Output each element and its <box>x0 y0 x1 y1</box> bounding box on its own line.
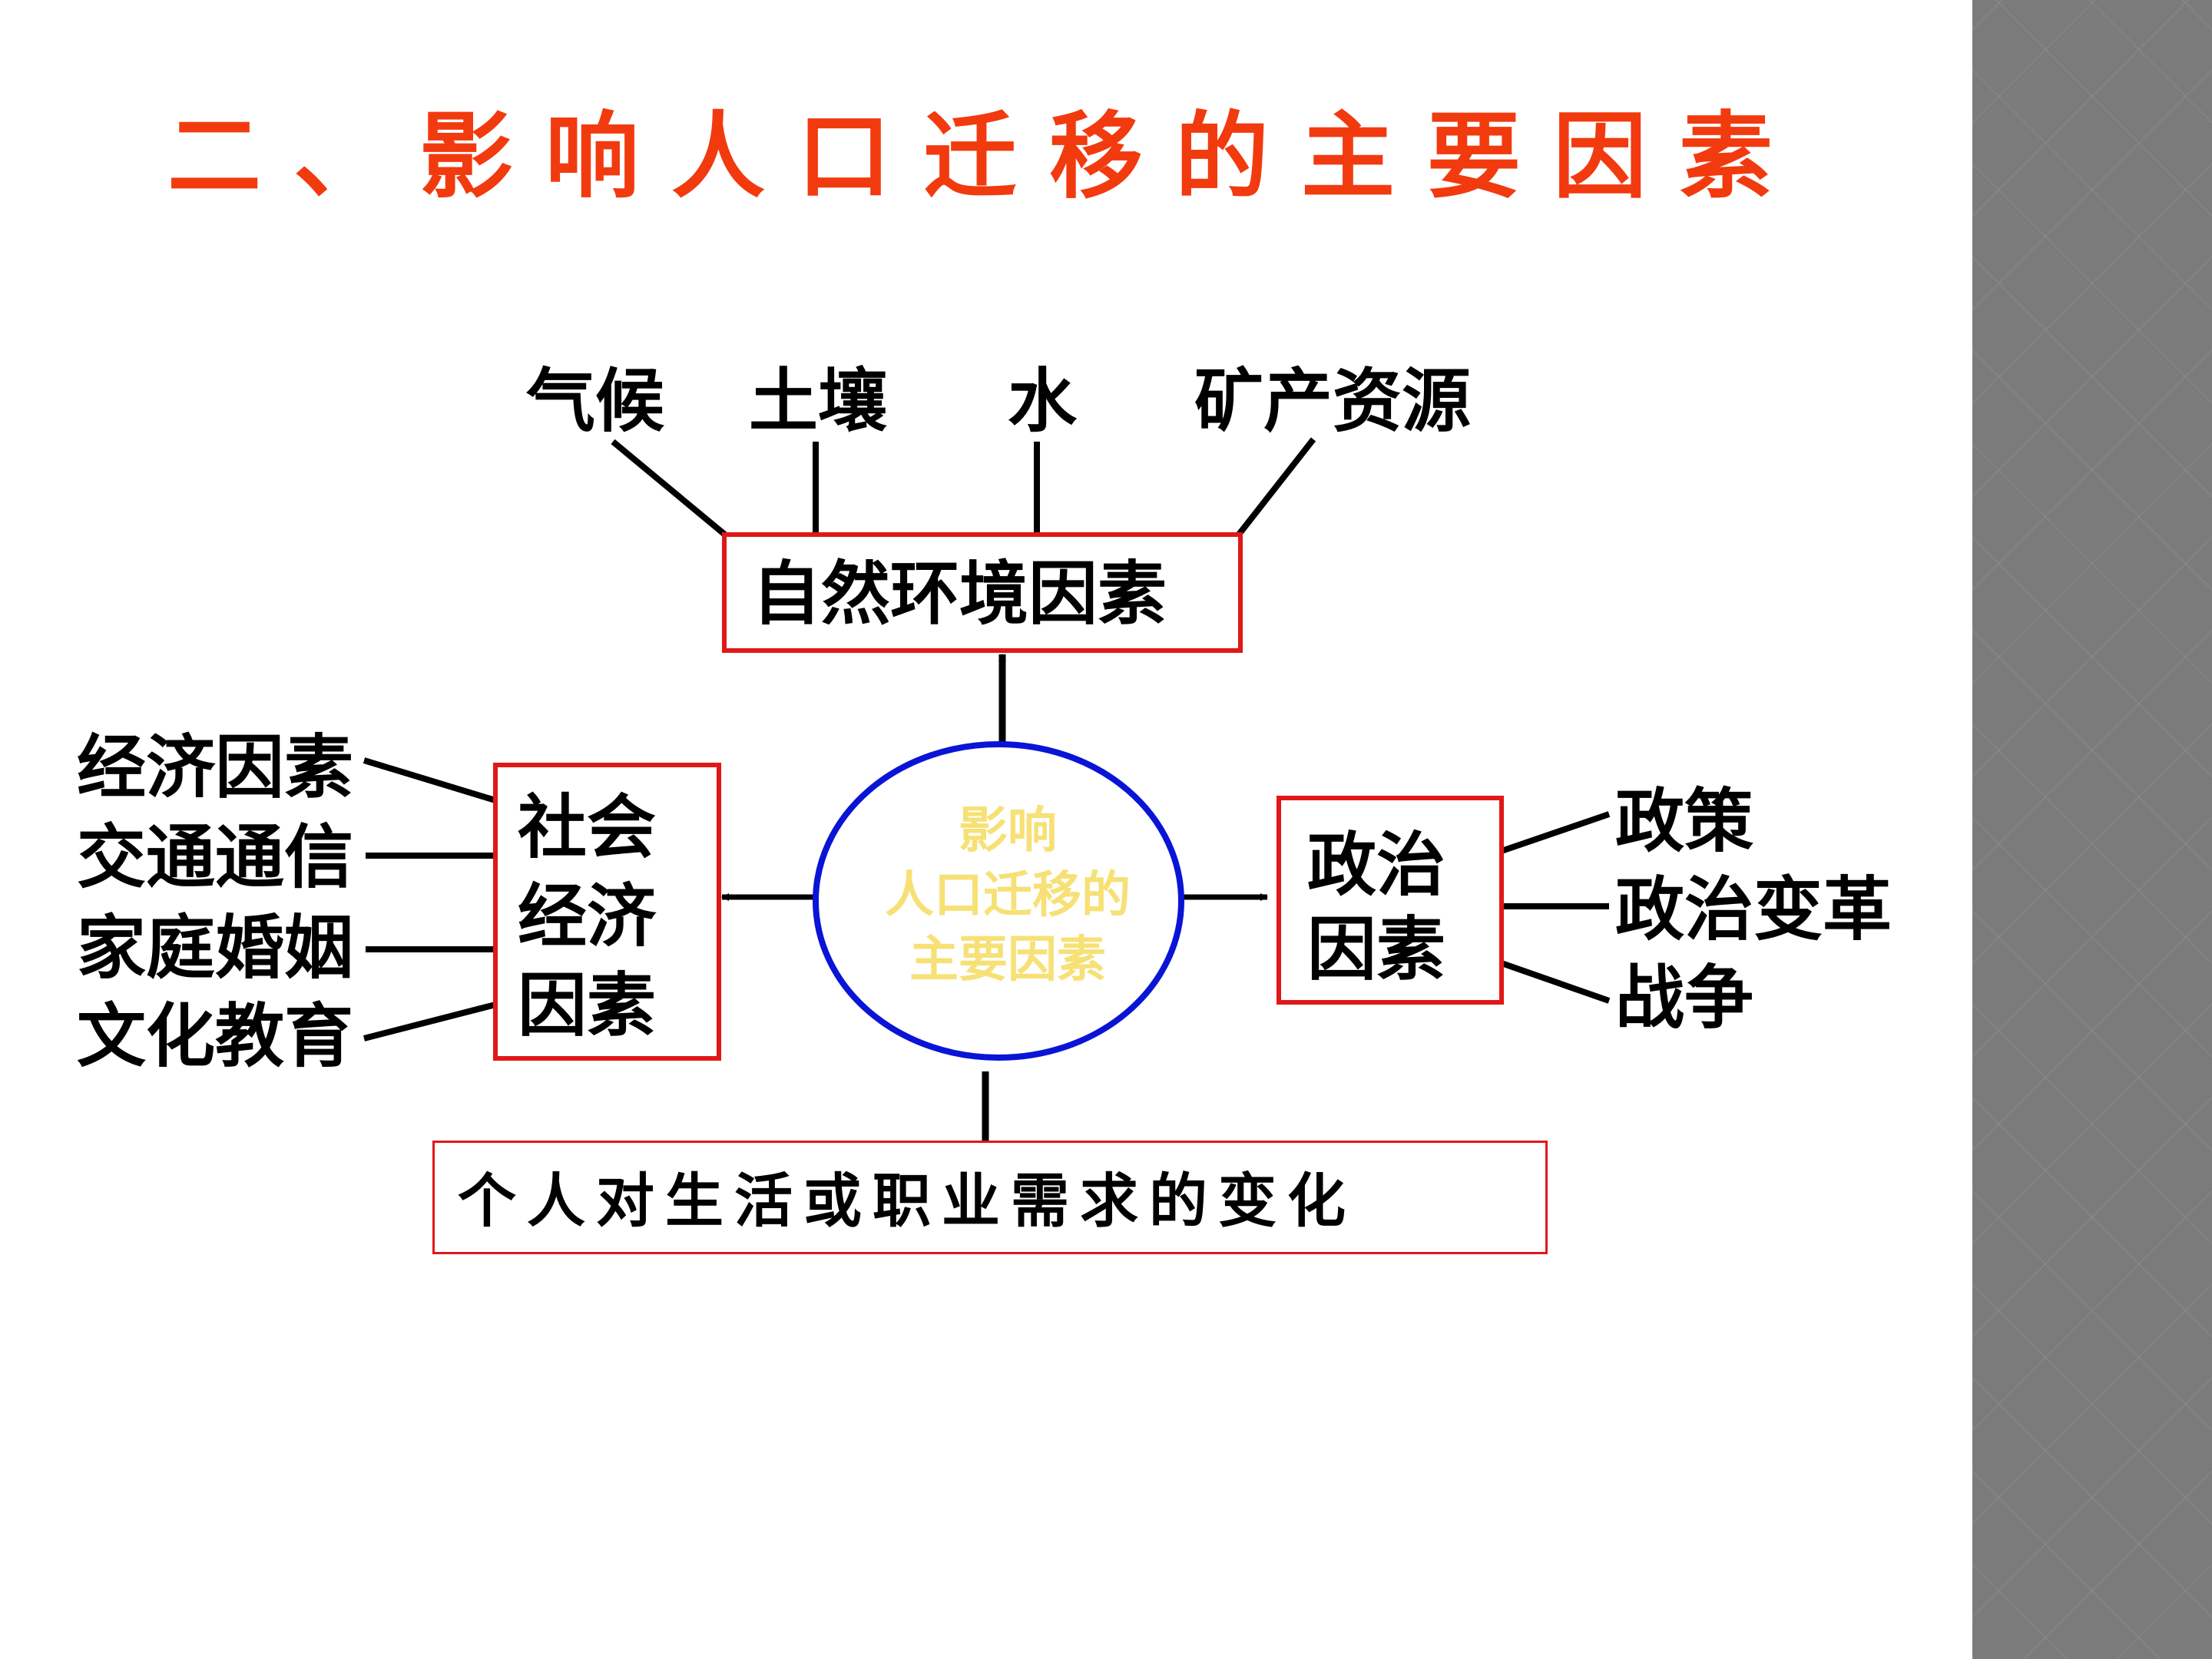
political-label-line1: 政治 <box>1307 825 1445 906</box>
line-war <box>1500 960 1611 1004</box>
center-label-line2: 人口迁移的 <box>885 867 1131 924</box>
line-education <box>363 1002 496 1041</box>
center-ellipse <box>813 741 1184 1061</box>
line-policy <box>1500 811 1611 854</box>
personal-needs-box: 个人对生活或职业需求的变化 <box>432 1141 1548 1254</box>
leaf-war: 战争 <box>1615 958 1753 1038</box>
social-label-line3: 因素 <box>518 965 656 1046</box>
social-label-line2: 经济 <box>518 876 656 957</box>
leaf-soil: 土壤 <box>749 361 887 442</box>
natural-factors-box: 自然环境因素 <box>722 532 1243 653</box>
leaf-reform: 政治变革 <box>1615 869 1892 950</box>
personal-needs-label: 个人对生活或职业需求的变化 <box>458 1167 1356 1235</box>
leaf-economy: 经济因素 <box>77 727 353 808</box>
slide-title: 二、影响人口迁移的主要因素 <box>167 101 1805 211</box>
leaf-family: 家庭婚姻 <box>77 908 353 988</box>
social-label-line1: 社会 <box>518 787 656 868</box>
leaf-education: 文化教育 <box>77 996 353 1077</box>
leaf-minerals: 矿产资源 <box>1194 361 1471 442</box>
political-box: 政治 因素 <box>1277 796 1504 1005</box>
center-label-line3: 主要因素 <box>909 932 1106 988</box>
political-label-line2: 因素 <box>1307 909 1445 990</box>
line-economy <box>363 757 497 803</box>
decorative-side-panel <box>1972 0 2212 1659</box>
slide: 二、影响人口迁移的主要因素 气候 土壤 水 矿产资源 自然环境因 <box>77 101 1892 1254</box>
center-label: 影响 人口迁移的 主要因素 <box>816 799 1200 992</box>
social-economic-box: 社会 经济 因素 <box>493 763 721 1061</box>
line-minerals <box>1235 437 1316 538</box>
center-label-line1: 影响 <box>959 803 1057 859</box>
leaf-climate: 气候 <box>526 361 664 442</box>
line-climate <box>611 439 728 538</box>
connector-lines <box>363 437 1611 1149</box>
leaf-water: 水 <box>1008 361 1077 442</box>
leaf-policy: 政策 <box>1615 781 1753 862</box>
natural-factors-label: 自然环境因素 <box>752 554 1167 634</box>
leaf-transport: 交通通信 <box>77 817 353 898</box>
